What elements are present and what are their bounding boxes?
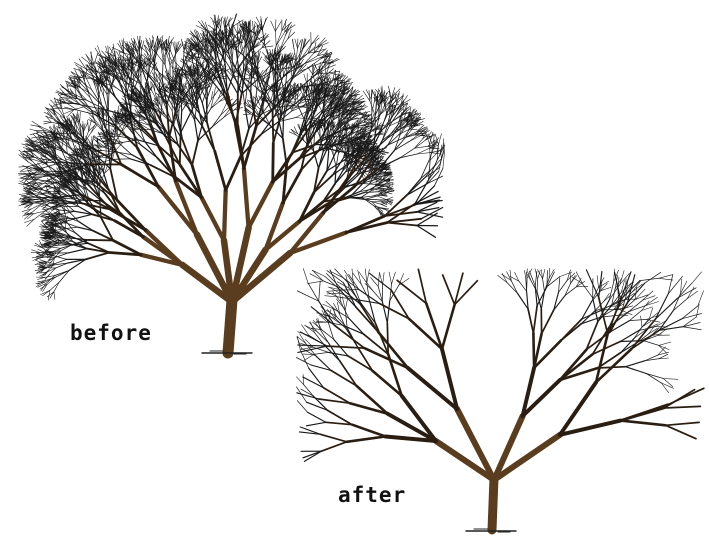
before-label: before bbox=[70, 323, 152, 344]
after-label: after bbox=[338, 485, 406, 506]
unpruned-tree-illustration bbox=[18, 14, 445, 354]
